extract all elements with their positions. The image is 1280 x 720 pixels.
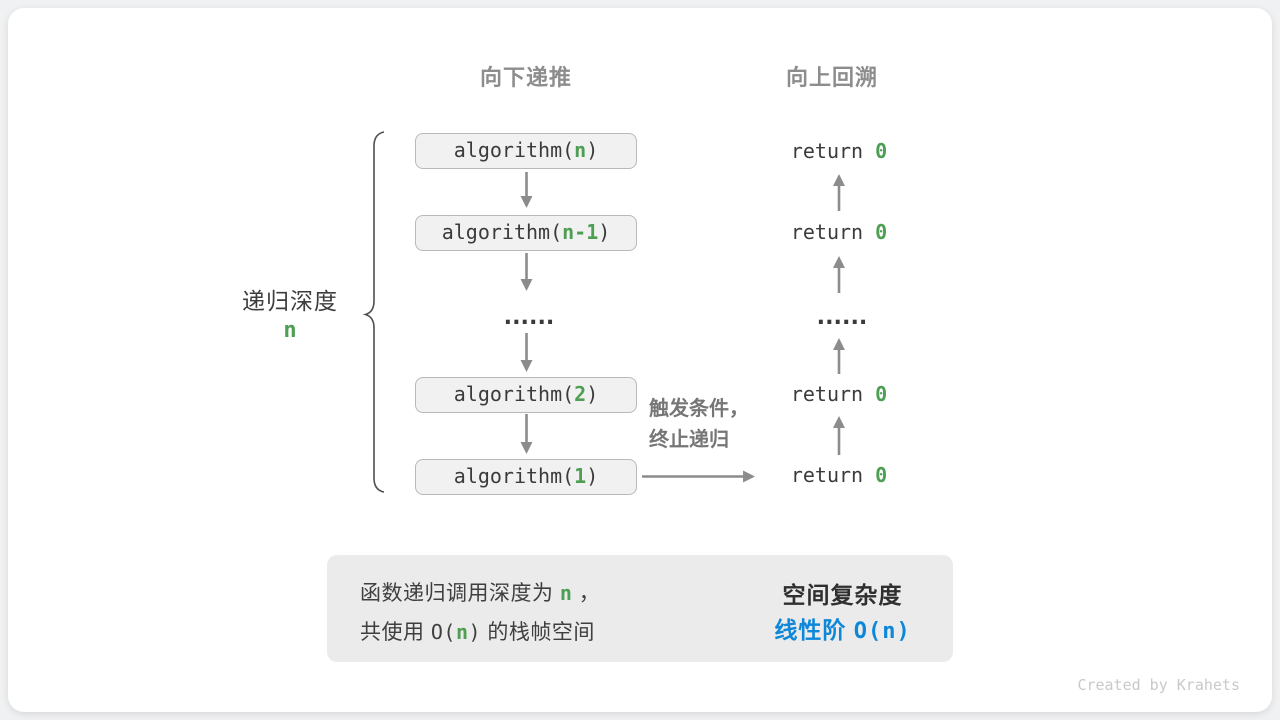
return-keyword: return — [790, 382, 876, 406]
summary-line2-code-open: O( — [430, 620, 456, 644]
summary-line1-post: ， — [572, 582, 601, 605]
summary-card — [327, 555, 953, 662]
call-box-algorithm-2: algorithm(2) — [415, 377, 637, 413]
call-arg: n-1 — [562, 220, 599, 244]
call-close: ) — [586, 382, 599, 406]
return-keyword: return — [790, 139, 876, 163]
header-recurse-down: 向下递推 — [479, 65, 572, 90]
call-arg: 1 — [574, 464, 587, 488]
call-fn: algorithm( — [453, 138, 575, 162]
return-value: 0 — [875, 463, 888, 487]
result-label: 线性阶 — [774, 617, 854, 643]
depth-variable: n — [283, 318, 297, 343]
summary-line1-text: 函数递归调用深度为 — [360, 582, 560, 605]
call-arg: 2 — [574, 382, 587, 406]
call-close: ) — [586, 464, 599, 488]
return-value: 0 — [875, 220, 888, 244]
call-close: ) — [598, 220, 611, 244]
return-statement: return 0 — [758, 461, 920, 489]
right-ellipsis: ...... — [813, 302, 871, 330]
base-case-note-line2: 终止递归 — [649, 429, 729, 451]
return-statement: return 0 — [758, 137, 920, 165]
call-fn: algorithm( — [453, 464, 575, 488]
result-big-o: O(n) — [853, 619, 911, 644]
depth-label: 递归深度 — [242, 288, 338, 314]
space-complexity-result: 线性阶 O(n) — [760, 611, 925, 645]
summary-line2-code-close: ) — [468, 620, 482, 644]
base-case-note: 触发条件， 终止递归 — [649, 394, 789, 456]
return-statement: return 0 — [758, 380, 920, 408]
summary-line2-post: 的栈帧空间 — [481, 621, 595, 644]
call-box-algorithm-1: algorithm(1) — [415, 459, 637, 495]
summary-line2-text: 共使用 — [360, 621, 431, 644]
credit-text: Created by Krahets — [1077, 676, 1240, 694]
return-value: 0 — [875, 382, 888, 406]
return-keyword: return — [790, 463, 876, 487]
call-fn: algorithm( — [441, 220, 563, 244]
return-statement: return 0 — [758, 218, 920, 246]
base-case-note-line1: 触发条件， — [649, 398, 749, 420]
header-backtrack-up: 向上回溯 — [785, 65, 878, 90]
summary-line1: 函数递归调用深度为 n ， — [360, 577, 600, 607]
call-box-algorithm-n-1: algorithm(n-1) — [415, 215, 637, 251]
call-close: ) — [586, 138, 599, 162]
return-keyword: return — [790, 220, 876, 244]
call-box-algorithm-n: algorithm(n) — [415, 133, 637, 169]
call-arg: n — [574, 138, 587, 162]
space-complexity-title: 空间复杂度 — [782, 582, 903, 608]
summary-line1-var: n — [559, 581, 573, 605]
summary-line2-var: n — [455, 620, 469, 644]
call-fn: algorithm( — [453, 382, 575, 406]
summary-line2: 共使用 O(n) 的栈帧空间 — [360, 616, 595, 646]
return-value: 0 — [875, 139, 888, 163]
left-ellipsis: ...... — [500, 302, 558, 330]
